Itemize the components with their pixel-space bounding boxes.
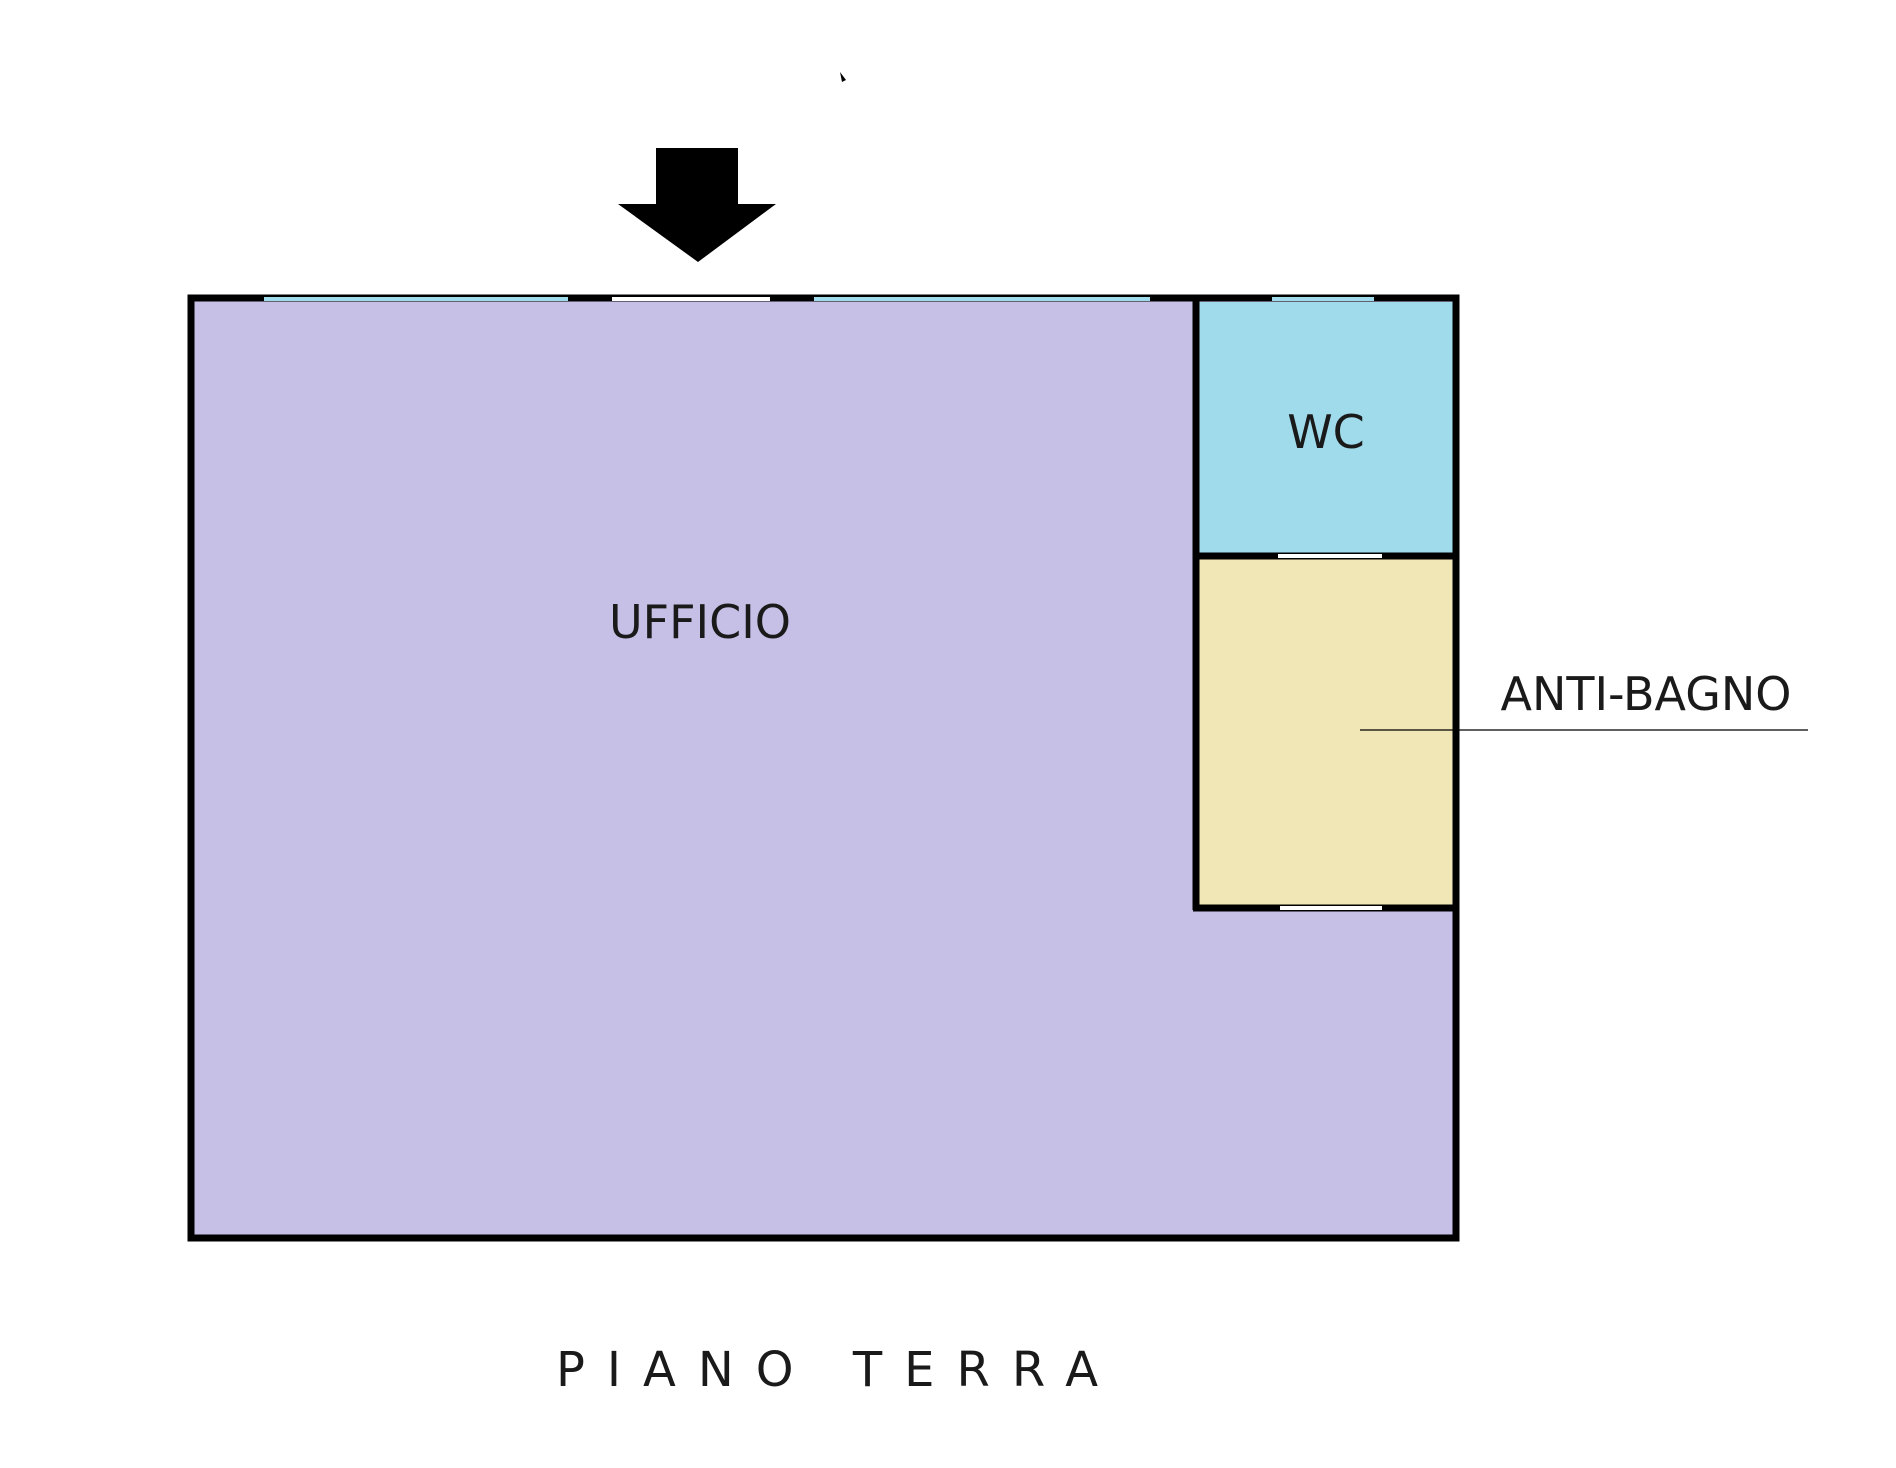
label-ufficio: UFFICIO [609,595,791,649]
label-wc: WC [1287,405,1365,459]
room-wc [1196,302,1456,554]
arrow-down-icon [618,148,776,262]
stray-mark [840,72,846,82]
label-antibagno: ANTI-BAGNO [1501,667,1792,721]
room-antibagno [1196,558,1456,906]
floor-title: PIANO TERRA [556,1342,1120,1398]
